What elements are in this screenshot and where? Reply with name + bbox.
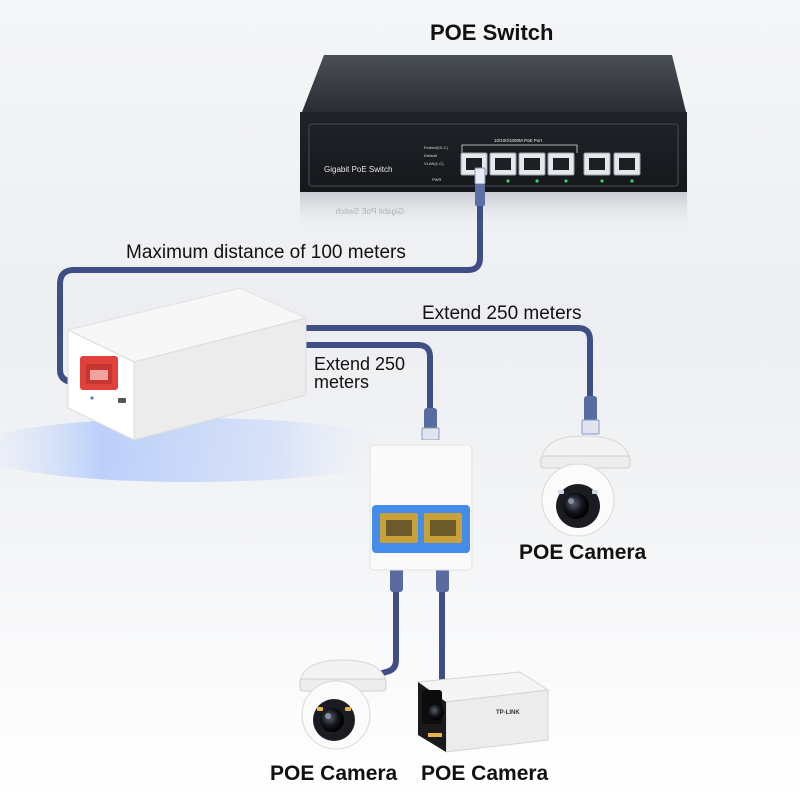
- switch-port-socket: [495, 158, 511, 170]
- rj45-plug: [421, 408, 440, 441]
- port-status-led: [600, 179, 604, 183]
- diagram-title: POE Switch: [430, 20, 554, 45]
- port-status-led: [630, 179, 634, 183]
- cable-splitter-to-dome-camera: [373, 587, 399, 678]
- svg-text:PWR: PWR: [432, 177, 441, 182]
- cable-extender-to-camera-right: [297, 325, 593, 401]
- switch-reflection-text: Gigabit PoE Switch: [336, 207, 404, 216]
- svg-text:Extend(10-C): Extend(10-C): [424, 145, 448, 150]
- poe-switch: Gigabit PoE Switch Extend(10-C) Default …: [300, 55, 687, 238]
- poe-extender: [66, 287, 308, 441]
- svg-text:Default: Default: [424, 153, 438, 158]
- switch-port-socket: [524, 158, 540, 170]
- switch-front: [300, 112, 687, 192]
- extend-center-label: Extend 250 meters: [314, 354, 406, 392]
- port-status-led: [535, 179, 539, 183]
- camera-label-bottom-left: POE Camera: [270, 762, 398, 785]
- switch-top: [302, 55, 686, 112]
- switch-port-socket: [466, 158, 482, 170]
- switch-port-socket: [553, 158, 569, 170]
- bullet-camera: TP-LINK: [416, 671, 550, 753]
- floor-glow: [0, 418, 410, 482]
- dome-camera-right: [540, 435, 631, 537]
- port-status-led: [506, 179, 510, 183]
- switch-port-socket: [619, 158, 635, 170]
- poe-splitter: [369, 440, 473, 571]
- cable-extender-to-splitter: [297, 342, 433, 413]
- svg-text:VLAN(1-C): VLAN(1-C): [424, 161, 444, 166]
- bullet-camera-brand: TP-LINK: [496, 710, 520, 716]
- camera-label-right: POE Camera: [519, 541, 647, 564]
- cables: [57, 202, 593, 693]
- dome-camera-bottom: [299, 659, 387, 750]
- switch-model-label: Gigabit PoE Switch: [324, 165, 392, 174]
- max-distance-label: Maximum distance of 100 meters: [126, 242, 406, 263]
- port-status-led: [564, 179, 568, 183]
- port-group-label: 10/100/1000M PoE Port: [494, 138, 543, 143]
- switch-reflection: [300, 192, 687, 238]
- rj45-plug: [581, 396, 600, 435]
- camera-label-bottom-right: POE Camera: [421, 762, 549, 785]
- rj45-plug: [474, 167, 486, 206]
- switch-ports: [460, 152, 641, 183]
- switch-port-socket: [589, 158, 605, 170]
- extend-right-label: Extend 250 meters: [422, 303, 582, 324]
- cable-switch-to-extender: [57, 202, 483, 386]
